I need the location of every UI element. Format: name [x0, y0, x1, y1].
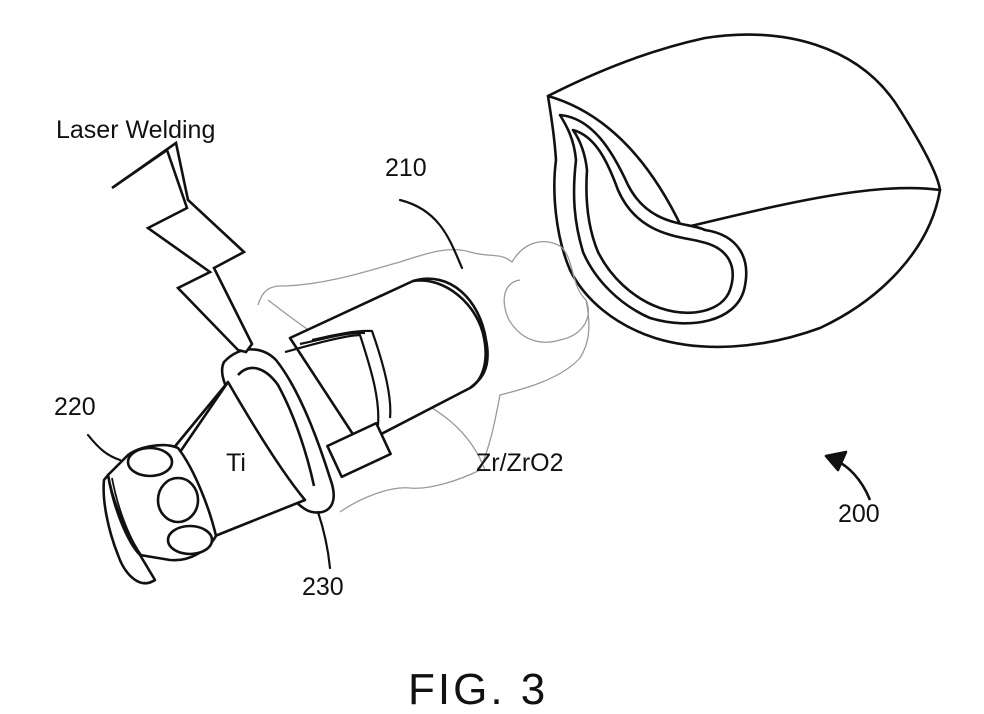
leader-220 — [88, 435, 120, 460]
ref-210-label: 210 — [385, 156, 427, 181]
leader-230 — [318, 512, 330, 568]
material-zr-label: Zr/ZrO2 — [476, 451, 564, 476]
laser-bolt-icon — [112, 143, 252, 352]
ref-200-label: 200 — [838, 502, 880, 527]
figure-caption: FIG. 3 — [408, 668, 548, 712]
laser-welding-label: Laser Welding — [56, 118, 215, 143]
leader-210 — [400, 200, 462, 268]
crown-drawing — [548, 35, 940, 347]
ref-220-label: 220 — [54, 395, 96, 420]
ref-230-label: 230 — [302, 575, 344, 600]
hex-lobe-top — [128, 448, 172, 476]
hex-lobe-middle — [158, 478, 198, 522]
arrow-200 — [826, 452, 870, 500]
cylinder-body — [290, 279, 488, 445]
cylinder-anti-rotation-tab — [327, 423, 390, 477]
material-ti-label: Ti — [226, 451, 246, 476]
hex-lobe-bottom — [168, 526, 212, 554]
